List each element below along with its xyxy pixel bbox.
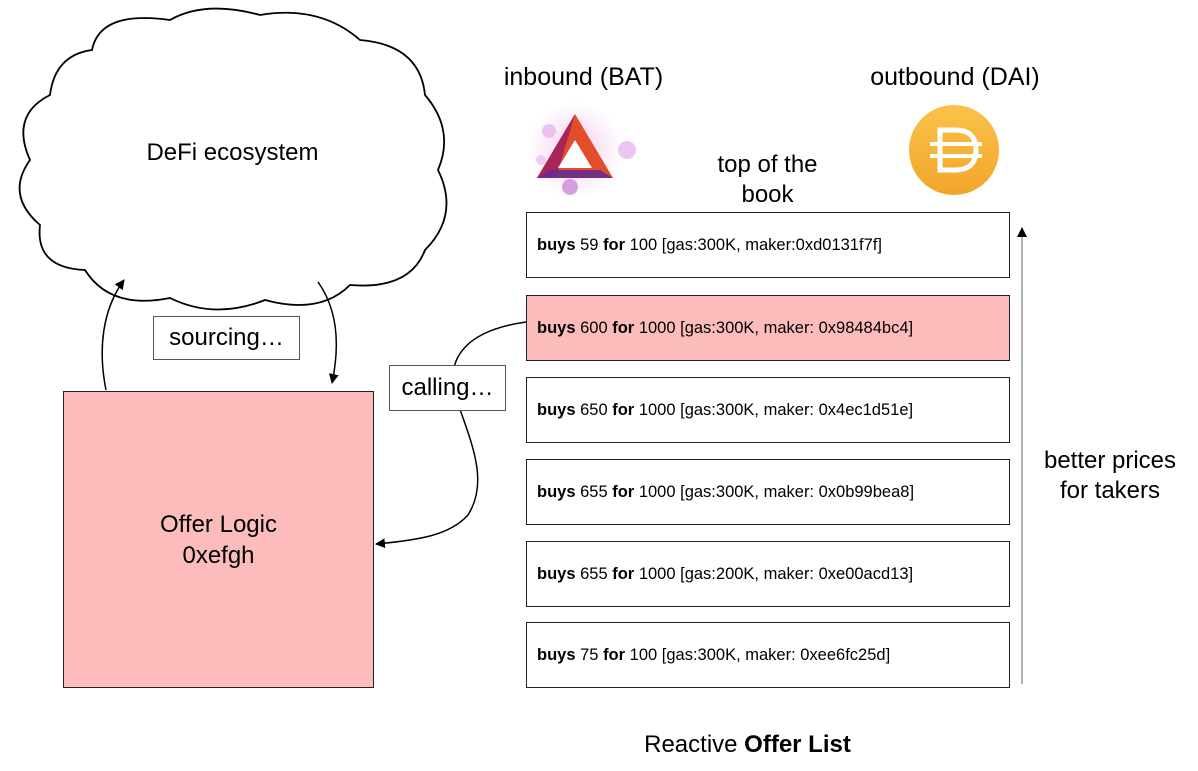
offer-for-keyword: for (603, 235, 626, 254)
offer-amount: 75 (580, 645, 599, 664)
offer-row[interactable]: buys 655 for 1000 [gas:300K, maker: 0x0b… (526, 459, 1010, 525)
top-of-book-line1: top of the (717, 151, 818, 178)
offer-row[interactable]: buys 655 for 1000 [gas:200K, maker: 0xe0… (526, 541, 1010, 607)
top-of-book-line2: book (741, 181, 794, 208)
sourcing-label: sourcing… (153, 316, 300, 360)
offer-amount: 600 (580, 318, 608, 337)
offer-amount: 59 (580, 235, 599, 254)
offer-buys-keyword: buys (537, 318, 576, 337)
defi-ecosystem-label: DeFi ecosystem (146, 139, 319, 166)
calling-arrow (375, 321, 527, 549)
caption-prefix: Reactive (644, 731, 738, 758)
offer-buys-keyword: buys (537, 564, 576, 583)
better-prices-line1: better prices (1043, 447, 1177, 474)
offer-buys-keyword: buys (537, 235, 576, 254)
inbound-token-label: inbound (BAT) (503, 63, 664, 91)
offer-details: 1000 [gas:300K, maker: 0x98484bc4] (638, 318, 914, 337)
offer-for-keyword: for (603, 645, 626, 664)
offer-row[interactable]: buys 650 for 1000 [gas:300K, maker: 0x4e… (526, 377, 1010, 443)
offer-for-keyword: for (612, 482, 635, 501)
sourcing-arrow-up (101, 279, 125, 391)
bat-token-icon (527, 102, 636, 198)
offer-for-keyword: for (612, 564, 635, 583)
offer-buys-keyword: buys (537, 400, 576, 419)
better-prices-line2: for takers (1059, 477, 1161, 504)
offer-amount: 650 (580, 400, 608, 419)
top-of-book-label: top of the book (690, 150, 845, 210)
defi-cloud-shape (18, 7, 448, 311)
offer-buys-keyword: buys (537, 482, 576, 501)
offer-row-highlighted[interactable]: buys 600 for 1000 [gas:300K, maker: 0x98… (526, 295, 1010, 361)
calling-label: calling… (389, 365, 506, 411)
offer-row[interactable]: buys 59 for 100 [gas:300K, maker:0xd0131… (526, 212, 1010, 278)
offer-row[interactable]: buys 75 for 100 [gas:300K, maker: 0xee6f… (526, 622, 1010, 688)
reactive-offer-list-caption: Reactive Offer List (560, 730, 935, 760)
offer-details: 1000 [gas:200K, maker: 0xe00acd13] (638, 564, 914, 583)
offer-details: 1000 [gas:300K, maker: 0x0b99bea8] (638, 482, 915, 501)
dai-token-icon (909, 105, 999, 195)
better-prices-label: better prices for takers (1030, 446, 1190, 506)
offer-buys-keyword: buys (537, 645, 576, 664)
offer-logic-address: 0xefgh (182, 541, 255, 569)
offer-details: 100 [gas:300K, maker: 0xee6fc25d] (629, 645, 891, 664)
offer-amount: 655 (580, 482, 608, 501)
caption-bold: Offer List (744, 731, 851, 758)
outbound-token-label: outbound (DAI) (870, 63, 1040, 91)
offer-for-keyword: for (612, 318, 635, 337)
offer-logic-title: Offer Logic (160, 510, 277, 538)
offer-details: 1000 [gas:300K, maker: 0x4ec1d51e] (638, 400, 914, 419)
offer-amount: 655 (580, 564, 608, 583)
offer-logic-box: Offer Logic 0xefgh (63, 391, 374, 688)
sourcing-arrow-down (317, 281, 339, 384)
offer-details: 100 [gas:300K, maker:0xd0131f7f] (629, 235, 882, 254)
offer-for-keyword: for (612, 400, 635, 419)
